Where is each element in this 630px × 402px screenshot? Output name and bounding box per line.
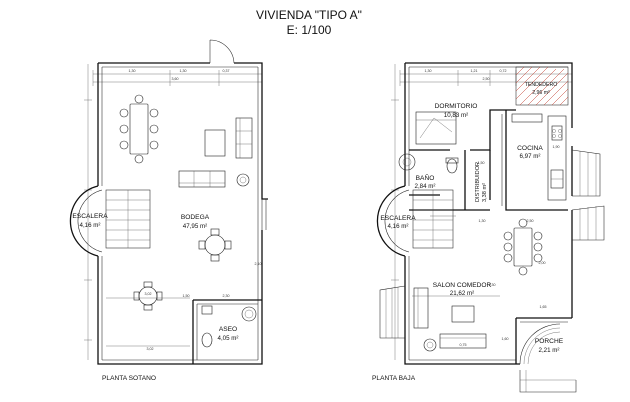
dim-baja-13: 1,65 (540, 305, 547, 309)
dim-sotano-4: 3,60 (172, 77, 179, 81)
dim-sotano-9: 3,02 (147, 347, 154, 351)
dim-sotano-7: 1,50 (183, 294, 190, 298)
dim-baja-5: 1,50 (478, 161, 485, 165)
plan-sotano-label: PLANTA SOTANO (102, 375, 156, 382)
area-baja-escalera: 4,16 m² (388, 223, 409, 230)
room-baja-escalera: ESCALERA (380, 215, 416, 222)
dim-baja-6: 2,50 (527, 219, 534, 223)
plan-baja: 1,30 1,21 0,72 2,50 (372, 62, 605, 393)
area-baja-salon-comedor: 21,62 m² (450, 290, 474, 297)
sheet-title: VIVIENDA "TIPO A" (256, 8, 362, 22)
dim-sotano-1: 1,30 (129, 69, 136, 73)
dim-sotano-8: 2,10 (255, 262, 262, 266)
area-sotano-aseo: 4,05 m² (218, 335, 239, 342)
dim-sotano-5: 2,30 (223, 294, 230, 298)
room-baja-tendedero: TENDEDERO (525, 82, 558, 88)
area-baja-bano: 2,84 m² (415, 183, 436, 190)
area-baja-dormitorio: 10,83 m² (444, 112, 468, 119)
dim-baja-10: 1,60 (502, 337, 509, 341)
dim-sotano-6: 3,02 (145, 292, 152, 296)
room-sotano-escalera: ESCALERA (72, 213, 108, 220)
area-baja-porche: 2,21 m² (539, 347, 560, 354)
room-sotano-aseo: ASEO (219, 326, 237, 333)
dim-baja-8: 2,00 (539, 261, 546, 265)
area-baja-cocina: 6,97 m² (520, 153, 541, 160)
room-baja-dormitorio: DORMITORIO (435, 103, 478, 110)
room-sotano-bodega: BODEGA (181, 214, 210, 221)
dim-baja-9: 1,30 (479, 219, 486, 223)
room-baja-bano: BAÑO (416, 173, 435, 182)
area-sotano-escalera: 4,16 m² (80, 222, 101, 229)
room-baja-distribuidor: DISTRIBUIDOR (475, 162, 481, 202)
room-baja-cocina: COCINA (517, 145, 543, 152)
dim-baja-7: 1,90 (553, 145, 560, 149)
tendedero-hatch (515, 66, 569, 106)
dim-baja-12: 1,30 (489, 283, 496, 287)
dim-sotano-3: 0,37 (223, 69, 230, 73)
dim-baja-2: 1,21 (471, 69, 478, 73)
dim-baja-1: 1,30 (425, 69, 432, 73)
room-baja-porche: PORCHE (535, 338, 564, 345)
dim-baja-4: 2,50 (483, 77, 490, 81)
plan-sotano: 1,30 1,30 0,37 3,60 (69, 39, 268, 382)
dim-baja-3: 0,72 (500, 69, 507, 73)
dim-sotano-2: 1,30 (180, 69, 187, 73)
room-baja-salon-comedor: SALON COMEDOR (433, 282, 492, 289)
area-sotano-bodega: 47,95 m² (183, 223, 207, 230)
plan-baja-label: PLANTA BAJA (372, 375, 416, 382)
area-baja-distribuidor: 3,38 m² (482, 183, 488, 202)
sheet-scale: E: 1/100 (287, 23, 332, 37)
dim-baja-11: 0,75 (460, 343, 467, 347)
area-baja-tendedero: 2,96 m² (532, 90, 550, 96)
